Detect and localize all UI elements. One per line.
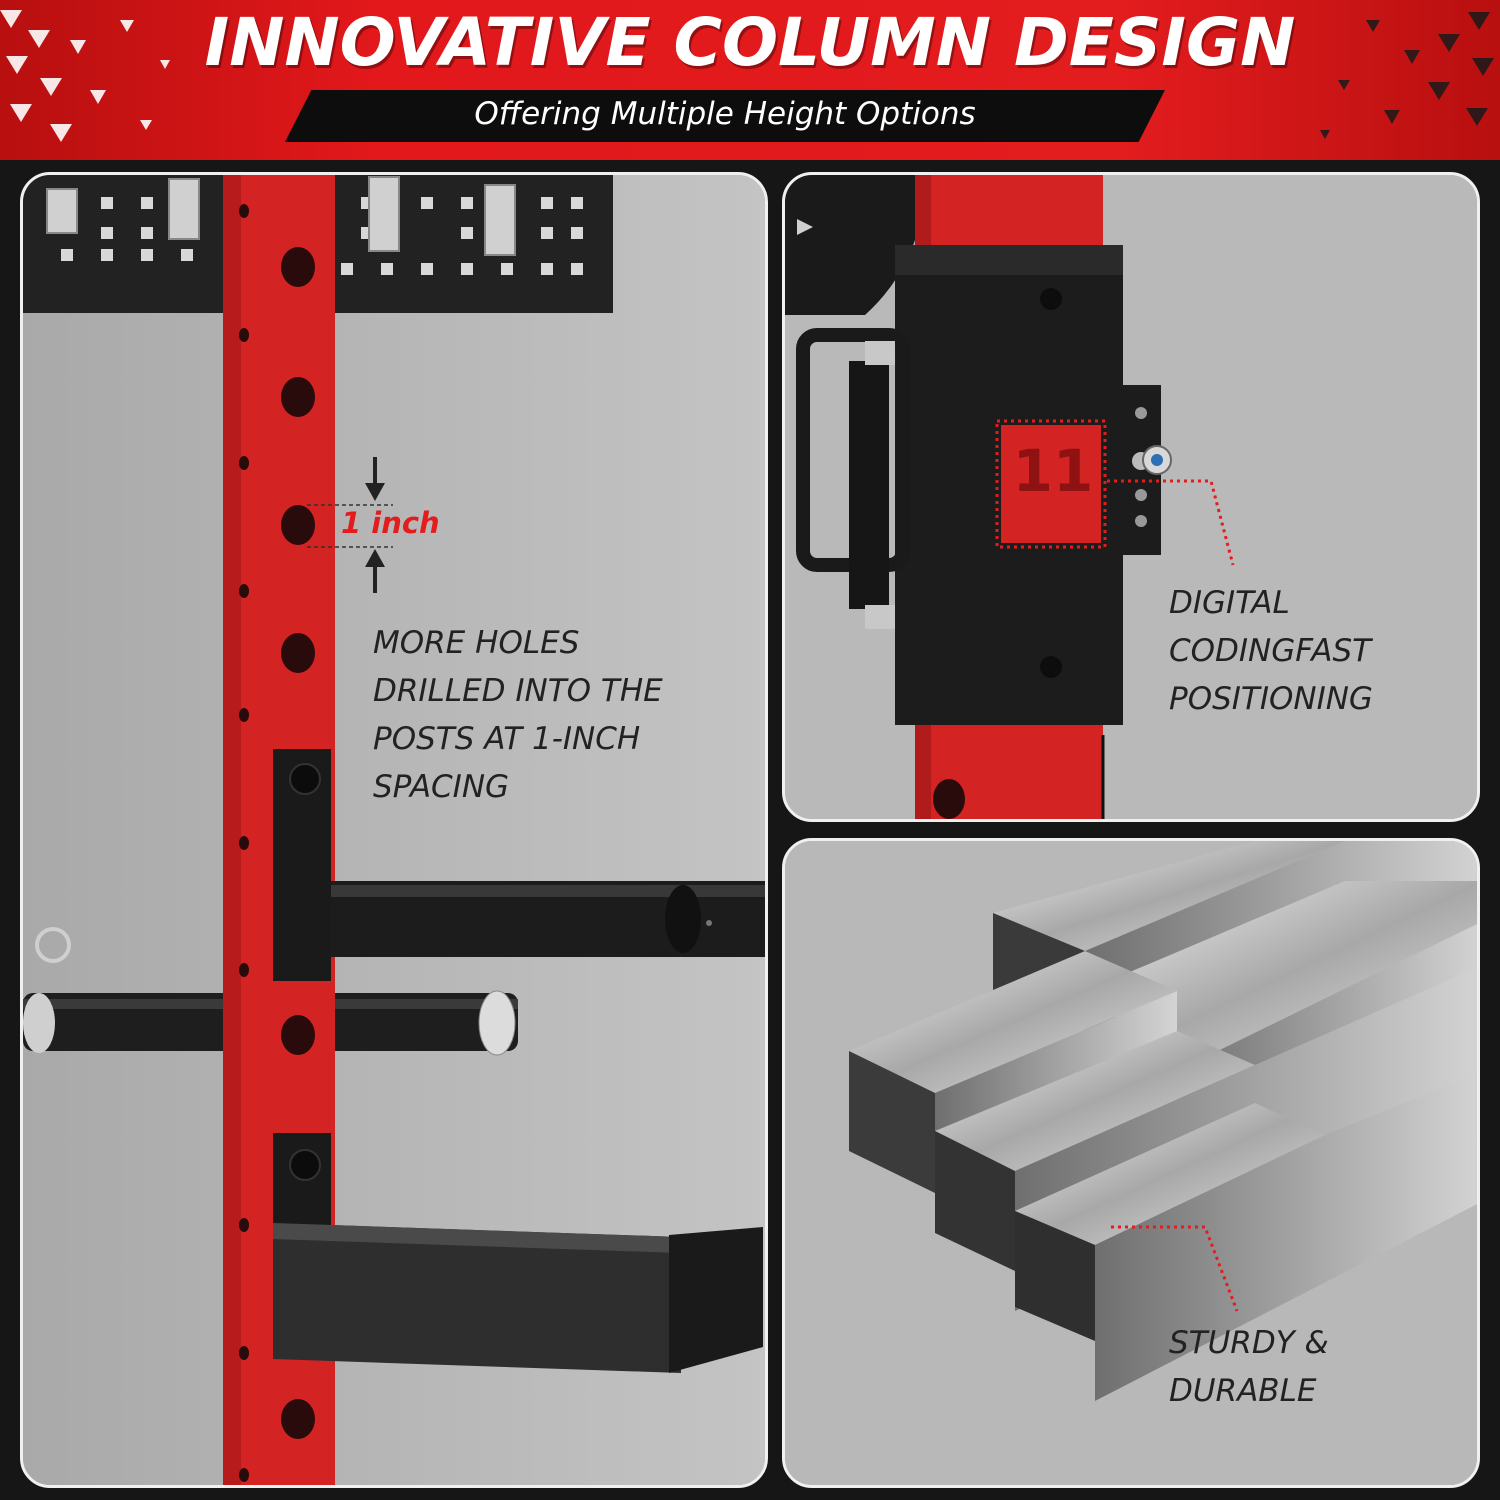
page-title: INNOVATIVE COLUMN DESIGN [204, 4, 1296, 81]
caption-line: POSTS AT 1-INCH [373, 721, 641, 757]
header-banner: INNOVATIVE COLUMN DESIGN Offering Multip… [0, 0, 1500, 160]
measure-label: 1 inch [341, 506, 440, 540]
number-window [1001, 425, 1101, 543]
triangle-pattern-decoration [0, 10, 1494, 142]
measure-arrows [365, 457, 385, 593]
callout-line [1111, 1225, 1239, 1312]
panel-digital-coding: 11 DIGITAL CODINGFAST POSITIONING [782, 172, 1480, 822]
caption-line: DURABLE [1169, 1373, 1317, 1409]
digital-coding-caption: DIGITAL CODINGFAST POSITIONING [1169, 579, 1373, 723]
number-tag: 11 [1012, 437, 1094, 505]
caption-line: POSITIONING [1169, 681, 1373, 717]
caption-line: SPACING [373, 769, 510, 805]
panel-steel-tubes: STURDY & DURABLE [782, 838, 1480, 1488]
caption-line: DIGITAL [1169, 585, 1290, 621]
numbered-post-illustration [785, 175, 1477, 819]
steel-tubes-caption: STURDY & DURABLE [1169, 1319, 1329, 1415]
caption-line: STURDY & [1169, 1325, 1329, 1361]
caption-line: MORE HOLES [373, 625, 580, 661]
subtitle-bar [285, 90, 1165, 142]
panel-hole-spacing: 1 inch MORE HOLES DRILLED INTO THE POSTS… [20, 172, 768, 1488]
caption-line: CODINGFAST [1169, 633, 1372, 669]
page-subtitle: Offering Multiple Height Options [474, 96, 976, 132]
hole-spacing-caption: MORE HOLES DRILLED INTO THE POSTS AT 1-I… [373, 619, 663, 811]
caption-line: DRILLED INTO THE [373, 673, 663, 709]
rack-post-illustration [23, 175, 765, 1485]
callout-line [1107, 479, 1235, 566]
steel-tubes-illustration [785, 841, 1477, 1485]
